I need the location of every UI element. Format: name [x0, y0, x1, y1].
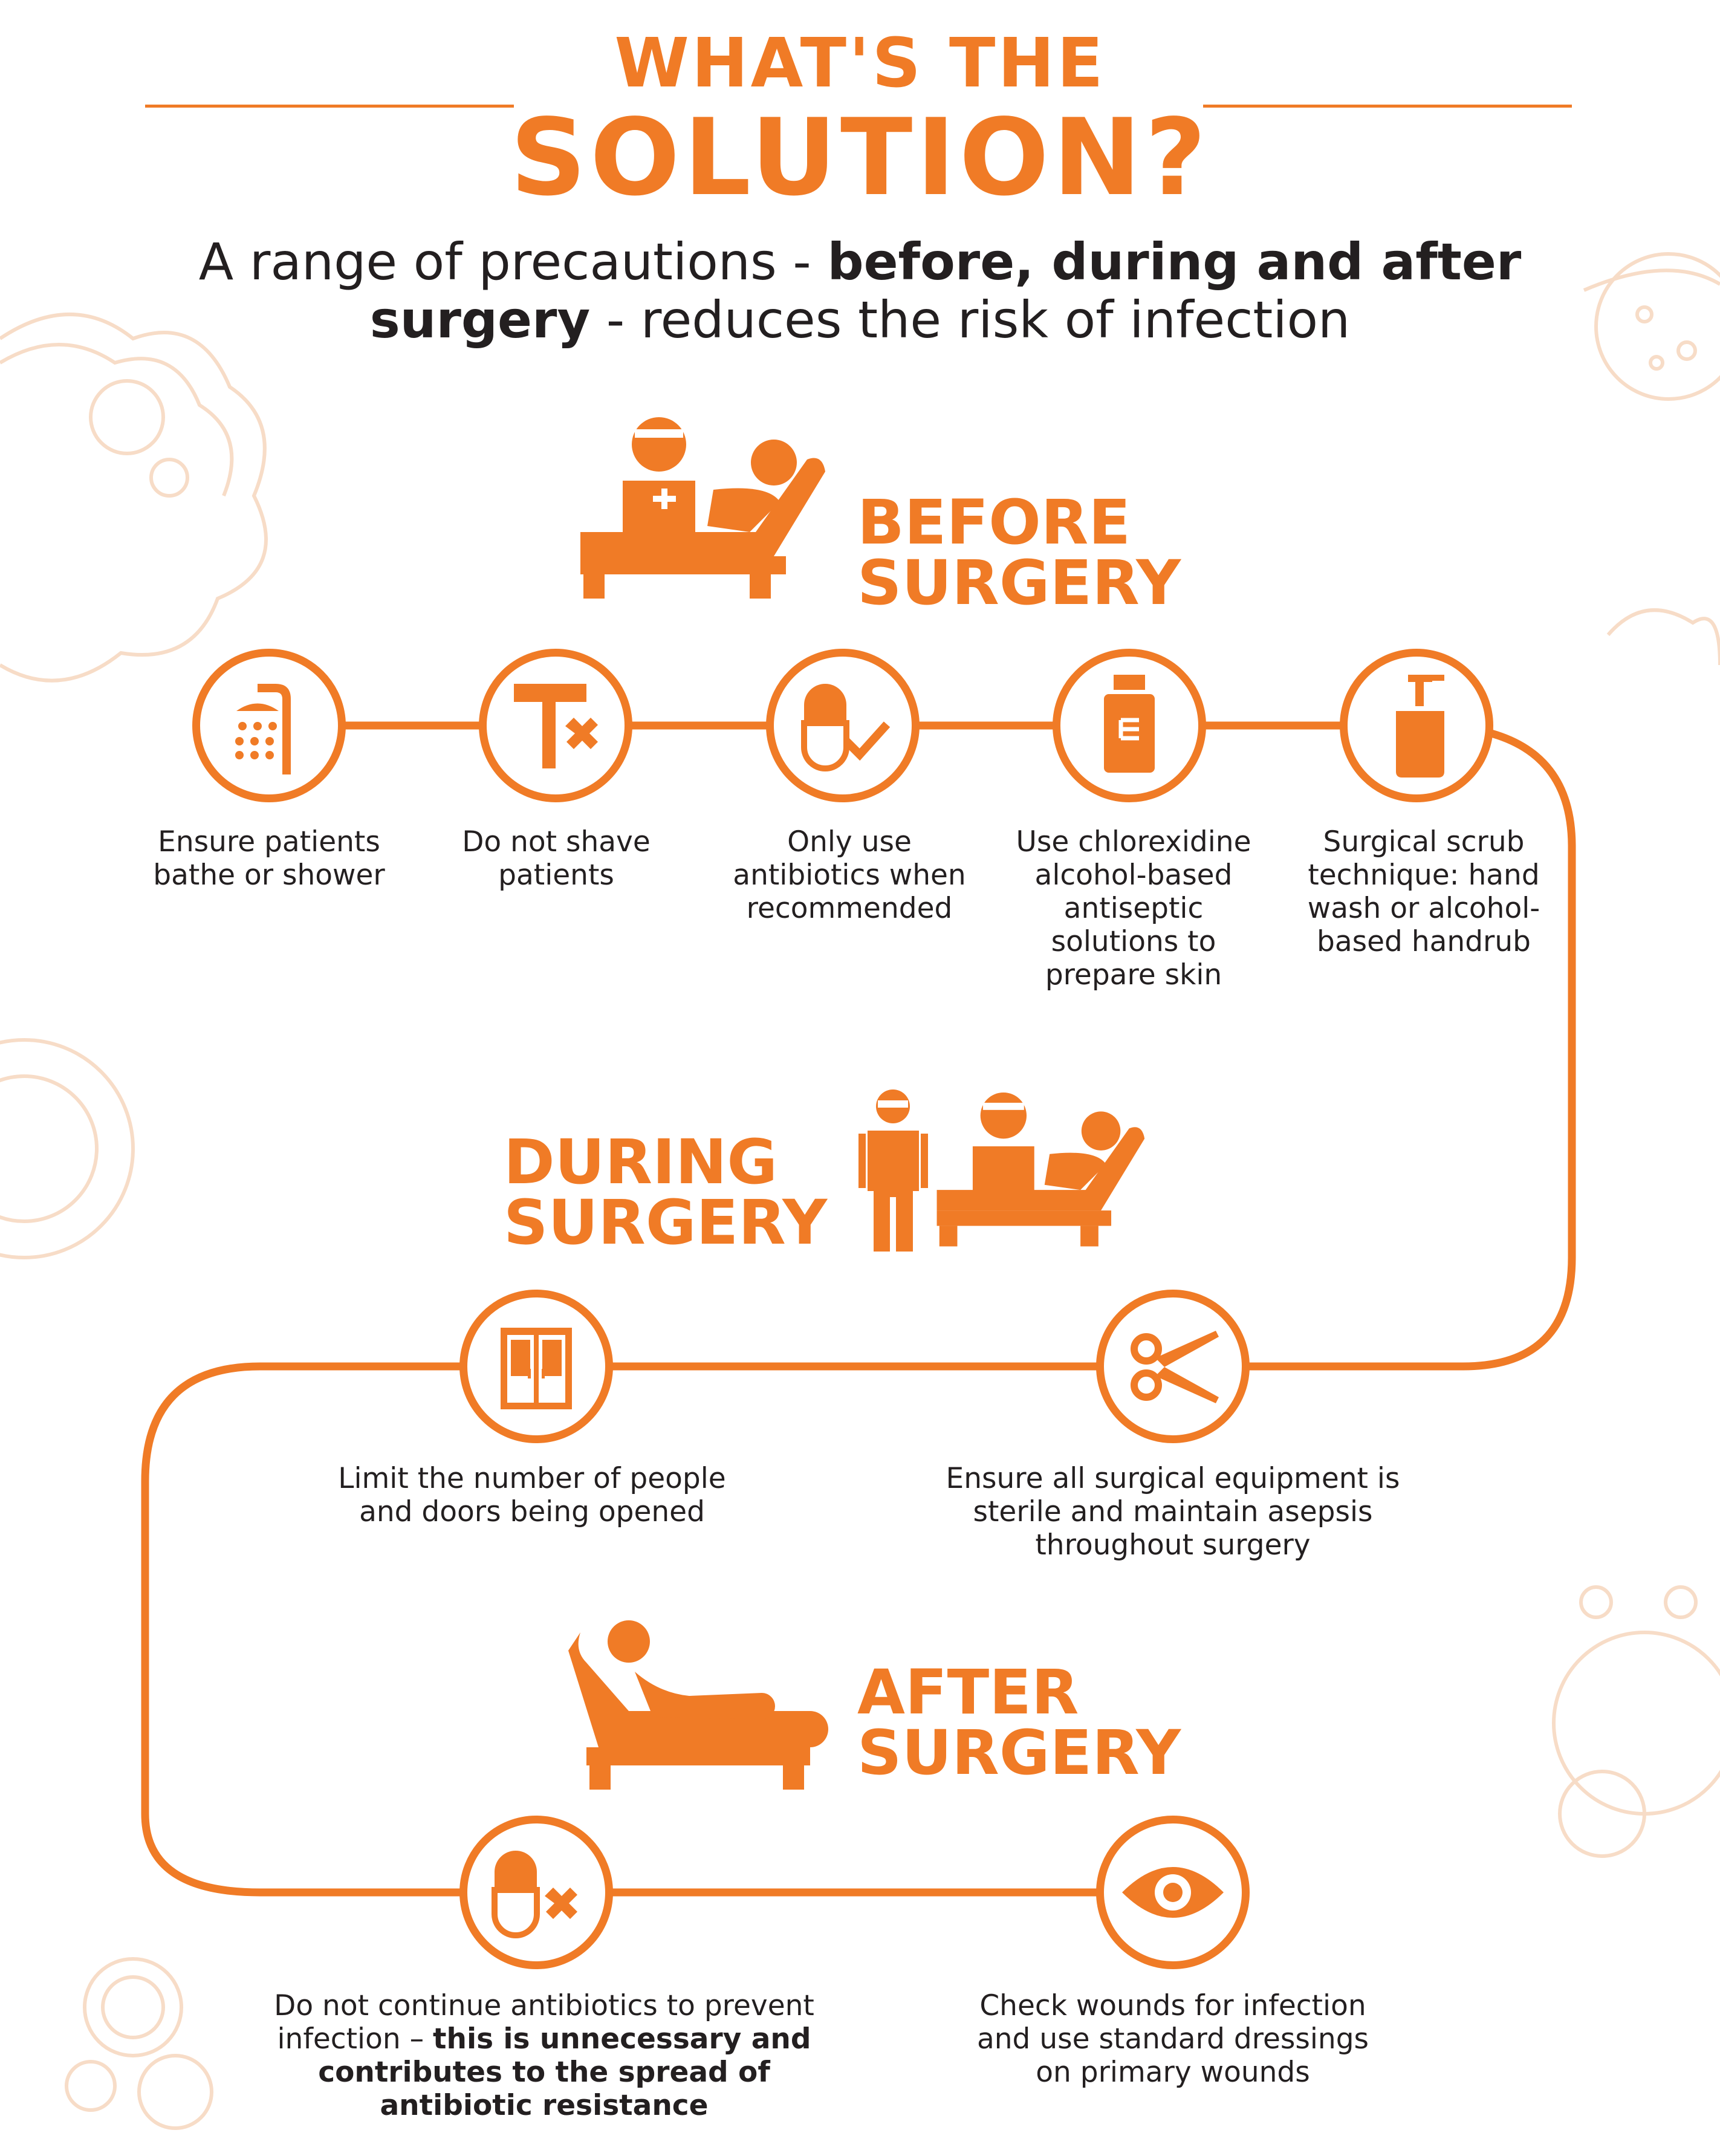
heading-divider-left: [145, 105, 514, 108]
before-title-line2: SURGERY: [857, 547, 1181, 619]
after-label-1: Do not continue antibiotics to prevent i…: [254, 1989, 834, 2122]
subtitle-post: - reduces the risk of infection: [590, 290, 1351, 349]
razor-cross-icon: [479, 649, 632, 802]
patient-recovering-icon: [568, 1620, 828, 1790]
after-label-1-pre: Do not continue antibiotics to prevent i…: [274, 1989, 814, 2056]
before-label-3: Only use antibiotics when recommended: [733, 825, 966, 925]
pill-check-icon: [766, 649, 920, 802]
after-surgery-title: AFTER SURGERY: [857, 1657, 1181, 1789]
doctor-patient-icon: [580, 417, 825, 599]
after-title-line1: AFTER: [857, 1657, 1079, 1729]
heading-line1: WHAT'S THE: [614, 24, 1106, 103]
before-label-1: Ensure patients bathe or shower: [153, 825, 385, 892]
after-label-2: Check wounds for infection and use stand…: [976, 1989, 1369, 2089]
bottle-icon: [1053, 649, 1206, 802]
before-label-4: Use chlorexidine alcohol-based antisepti…: [1016, 825, 1251, 992]
surgeon-icon: [858, 1089, 928, 1252]
subtitle-bold: before, during and after surgery: [369, 232, 1522, 349]
scissors-icon: [1096, 1290, 1250, 1443]
before-label-2: Do not shave patients: [462, 825, 651, 892]
eye-icon: [1096, 1816, 1250, 1969]
shower-icon: [192, 649, 346, 802]
during-title-line2: SURGERY: [504, 1187, 828, 1259]
during-label-1: Limit the number of people and doors bei…: [338, 1462, 726, 1528]
before-title-line1: BEFORE: [857, 487, 1131, 559]
during-label-2: Ensure all surgical equipment is sterile…: [946, 1462, 1400, 1562]
subtitle: A range of precautions - before, during …: [121, 233, 1599, 349]
after-title-line2: SURGERY: [857, 1717, 1181, 1789]
subtitle-pre: A range of precautions -: [198, 232, 828, 291]
heading-line2: SOLUTION?: [510, 97, 1210, 219]
during-surgery-title: DURING SURGERY: [504, 1126, 828, 1259]
soap-pump-icon: [1340, 649, 1493, 802]
during-title-line1: DURING: [504, 1126, 778, 1198]
heading-divider-right: [1203, 105, 1572, 108]
doors-icon: [459, 1290, 613, 1443]
before-label-5: Surgical scrub technique: hand wash or a…: [1307, 825, 1540, 958]
pill-cross-icon: [459, 1816, 613, 1969]
after-label-1-bold: this is unnecessary and contributes to t…: [318, 2022, 811, 2122]
doctor-patient-icon-2: [936, 1092, 1145, 1247]
before-surgery-title: BEFORE SURGERY: [857, 487, 1181, 619]
